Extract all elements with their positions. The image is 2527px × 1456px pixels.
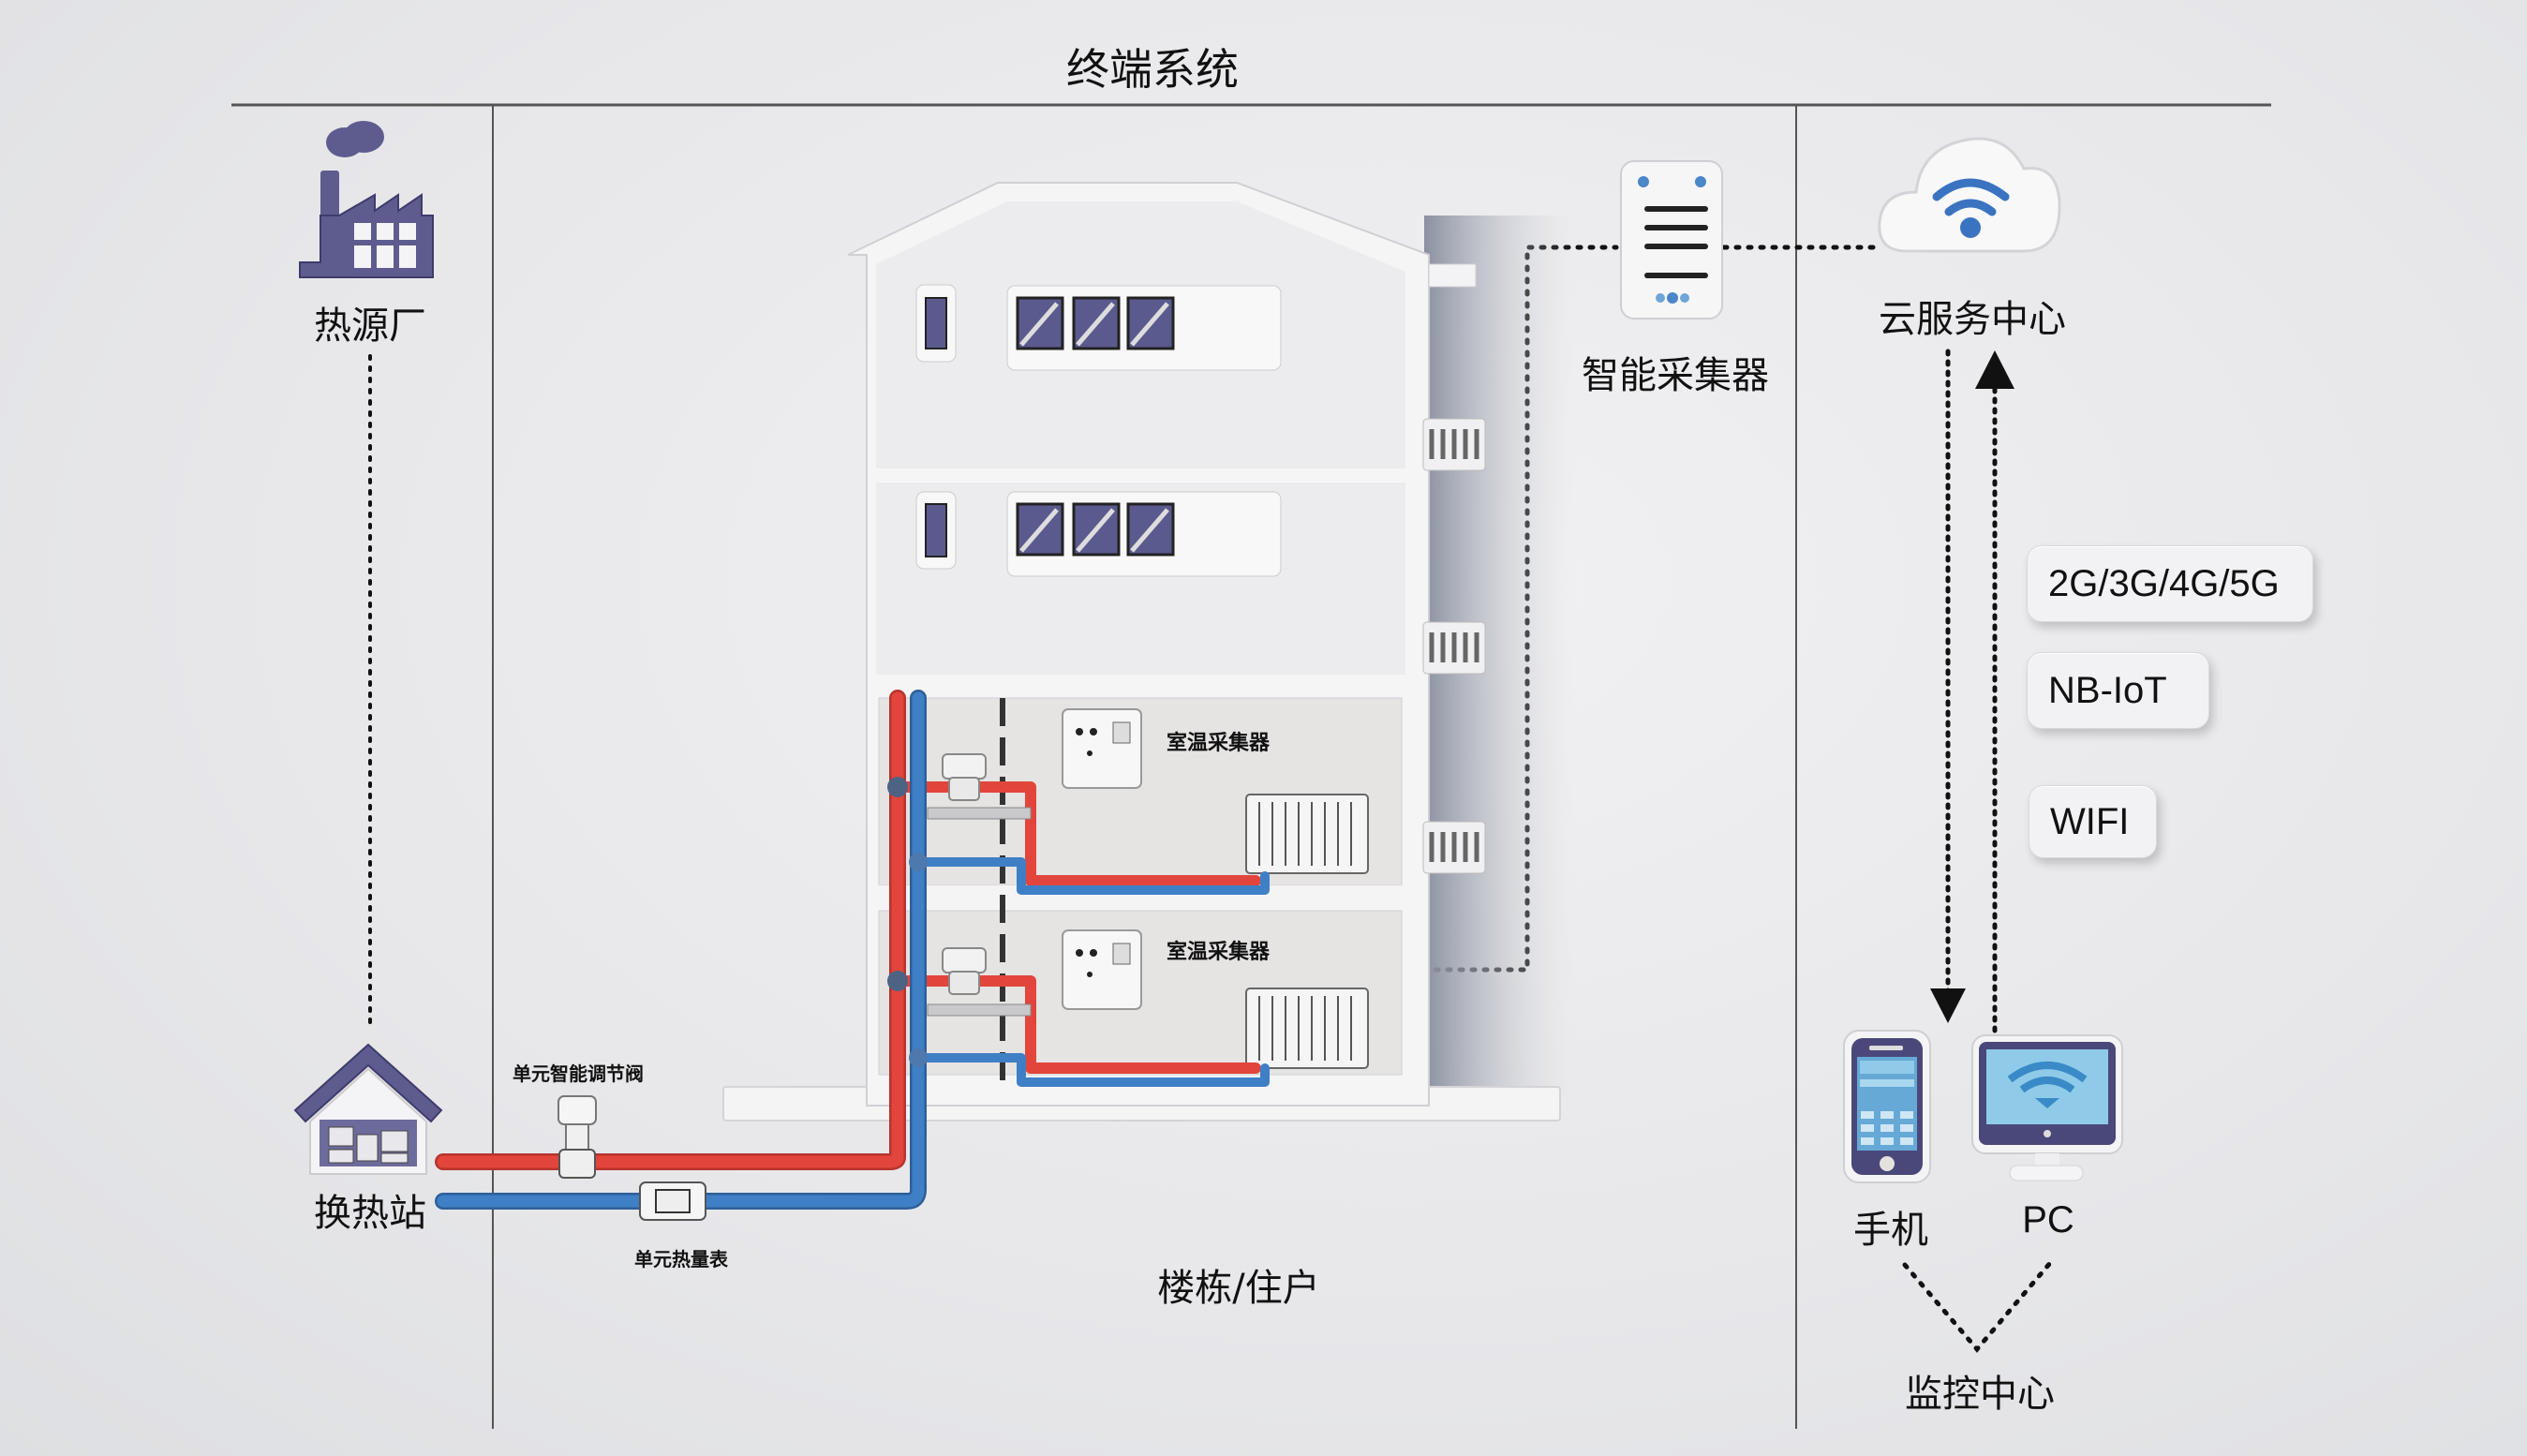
devices-to-monitor-connector: [1902, 1260, 2053, 1353]
monitor-center-label: 监控中心: [1905, 1373, 2055, 1416]
heat-source-label: 热源厂: [314, 305, 426, 348]
arrow-up-icon: [1975, 350, 2014, 389]
heat-station-label: 换热站: [314, 1192, 426, 1235]
smart-collector-label: 智能采集器: [1582, 354, 1769, 397]
network-tag-nbiot: NB-IoT: [2027, 652, 2209, 729]
network-tag-wifi: WIFI: [2029, 785, 2157, 858]
building-section-label: 楼栋/住户: [1157, 1267, 1320, 1310]
room-temperature-sensor-icon: [1062, 708, 1142, 789]
return-pipe: [435, 690, 1270, 1210]
window-group: [915, 284, 1282, 371]
radiator-icon: [1245, 794, 1369, 874]
pipe-joints: [887, 777, 928, 1067]
radiator-icon: [1245, 988, 1369, 1069]
floor-slab: [879, 885, 1402, 906]
network-tag-cellular: 2G/3G/4G/5G: [2027, 545, 2313, 622]
unit-meter-label: 单元热量表: [634, 1248, 728, 1270]
phone-label: 手机: [1853, 1209, 1928, 1252]
room-temperature-sensor-icon: [1062, 929, 1142, 1010]
unit-valve-label: 单元智能调节阀: [513, 1062, 644, 1085]
pc-label: PC: [2022, 1199, 2074, 1241]
household-valve-icon: [927, 947, 1032, 1017]
room-sensor-label: 室温采集器: [1166, 941, 1271, 964]
cloud-service-label: 云服务中心: [1879, 298, 2066, 341]
heat-meter-icon: [639, 1181, 706, 1221]
page-title: 终端系统: [1066, 44, 1239, 95]
room-sensor-label: 室温采集器: [1166, 732, 1271, 755]
arrow-down-icon: [1930, 988, 1966, 1023]
household-valve-icon: [927, 753, 1032, 820]
balcony-group: [1422, 418, 1486, 874]
window-group: [915, 491, 1282, 577]
valve-icon: [557, 1095, 597, 1179]
roof-gutter: [1428, 263, 1477, 288]
